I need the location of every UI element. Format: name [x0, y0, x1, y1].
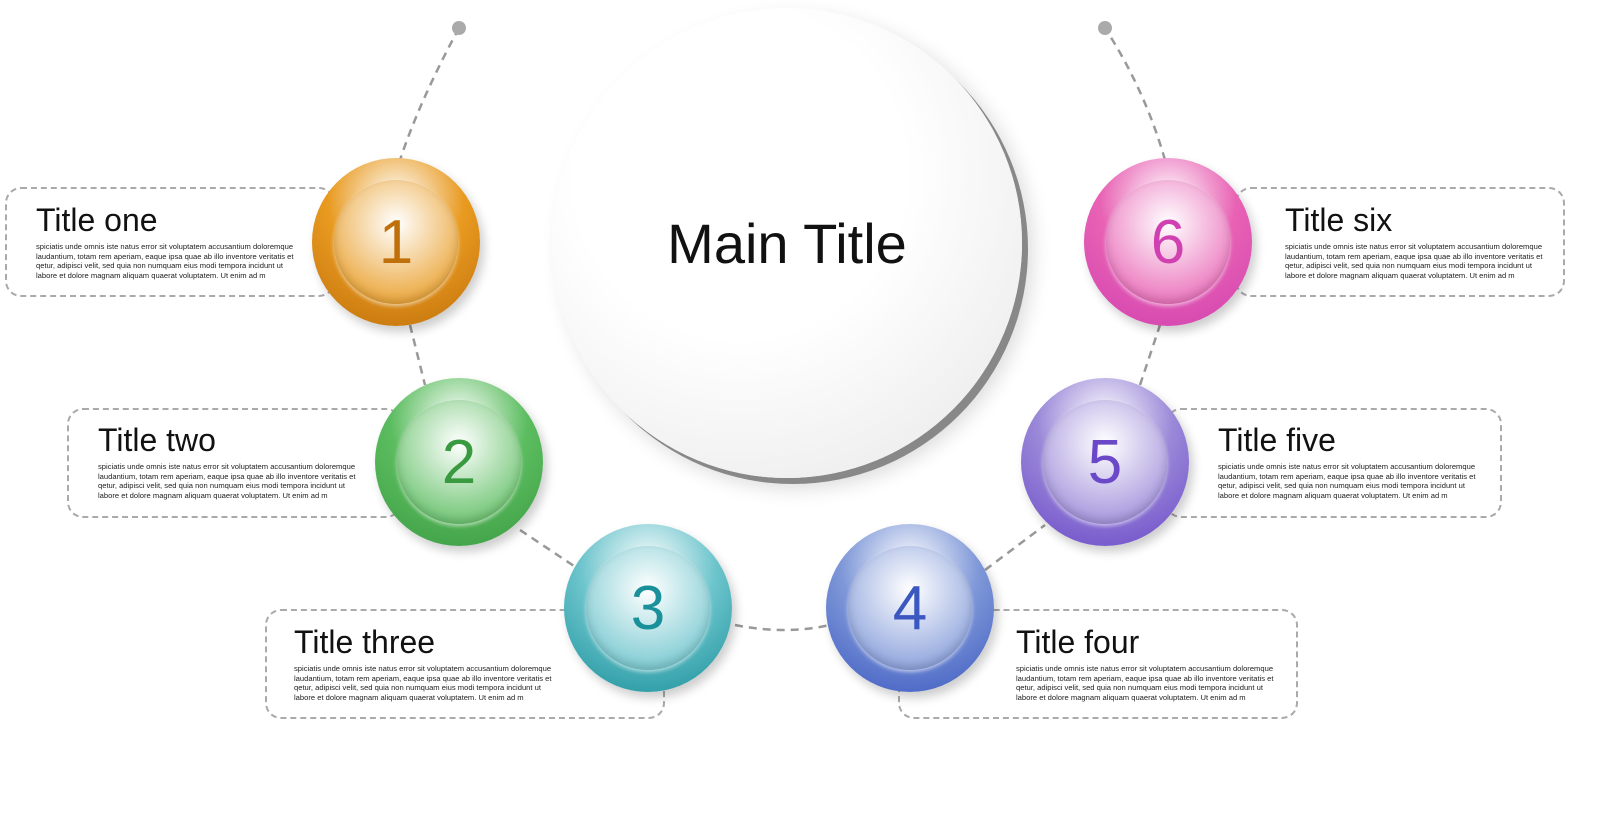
- item-description: spiciatis unde omnis iste natus error si…: [98, 462, 356, 500]
- endpoint-dot: [452, 21, 466, 35]
- step-number: 5: [1087, 427, 1123, 497]
- endpoint-dot: [1098, 21, 1112, 35]
- step-ball-3: 3: [564, 524, 732, 692]
- main-title: Main Title: [667, 211, 907, 275]
- item-1-text: Title one spiciatis unde omnis iste natus…: [36, 202, 296, 280]
- step-number: 1: [378, 207, 414, 277]
- item-description: spiciatis unde omnis iste natus error si…: [294, 664, 552, 702]
- step-ball-6: 6: [1084, 158, 1252, 326]
- item-5-text: Title five spiciatis unde omnis iste natu…: [1218, 422, 1478, 500]
- main-title-circle: Main Title: [552, 8, 1022, 478]
- item-description: spiciatis unde omnis iste natus error si…: [36, 242, 294, 280]
- item-description: spiciatis unde omnis iste natus error si…: [1285, 242, 1543, 280]
- item-6-text: Title six spiciatis unde omnis iste natus…: [1285, 202, 1545, 280]
- step-number: 4: [892, 573, 928, 643]
- item-title: Title one: [36, 202, 158, 238]
- step-number: 3: [630, 573, 666, 643]
- step-ball-4: 4: [826, 524, 994, 692]
- step-number: 6: [1150, 207, 1186, 277]
- item-description: spiciatis unde omnis iste natus error si…: [1016, 664, 1274, 702]
- item-4-text: Title four spiciatis unde omnis iste natu…: [1016, 624, 1276, 702]
- item-title: Title two: [98, 422, 216, 458]
- step-ball-5: 5: [1021, 378, 1189, 546]
- step-ball-1: 1: [312, 158, 480, 326]
- item-title: Title four: [1016, 624, 1140, 660]
- item-title: Title three: [294, 624, 436, 660]
- item-description: spiciatis unde omnis iste natus error si…: [1218, 462, 1476, 500]
- item-title: Title five: [1218, 422, 1336, 458]
- item-2-text: Title two spiciatis unde omnis iste natus…: [98, 422, 358, 500]
- step-number: 2: [441, 427, 477, 497]
- item-title: Title six: [1285, 202, 1393, 238]
- step-ball-2: 2: [375, 378, 543, 546]
- item-3-text: Title three spiciatis unde omnis iste nat…: [294, 624, 554, 702]
